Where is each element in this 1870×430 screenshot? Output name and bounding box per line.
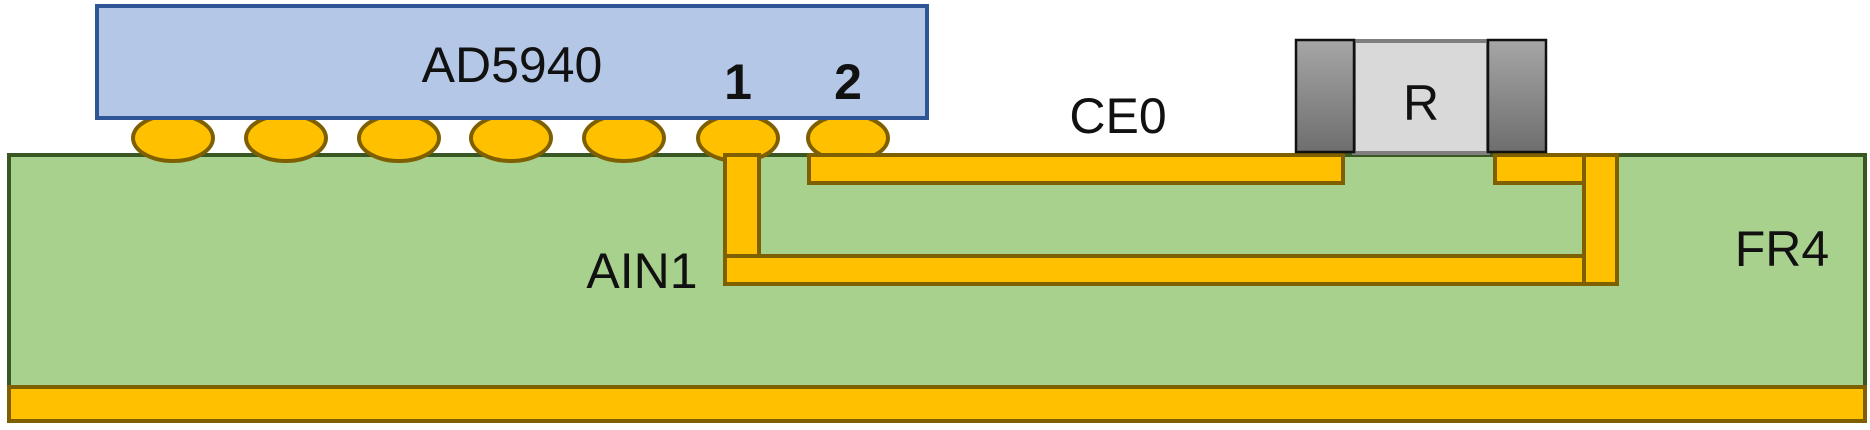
resistor-right-cap bbox=[1486, 38, 1548, 154]
ain1-via-pin1 bbox=[723, 153, 761, 258]
resistor-pad-trace bbox=[1493, 153, 1586, 185]
solder-ball bbox=[469, 113, 553, 163]
solder-ball bbox=[131, 113, 215, 163]
ce0-trace bbox=[807, 153, 1345, 185]
resistor-left-cap bbox=[1294, 38, 1356, 154]
solder-ball bbox=[582, 113, 666, 163]
solder-ball bbox=[244, 113, 328, 163]
solder-ball bbox=[357, 113, 441, 163]
pin-1-label: 1 bbox=[724, 54, 752, 110]
ain1-label: AIN1 bbox=[586, 243, 697, 299]
fr4-label: FR4 bbox=[1735, 221, 1829, 277]
bottom-copper-plane bbox=[7, 385, 1867, 423]
solder-balls bbox=[131, 113, 890, 163]
resistor-label: R bbox=[1403, 75, 1439, 131]
pin-2-label: 2 bbox=[834, 54, 862, 110]
ad5940-chip bbox=[95, 4, 929, 120]
ce0-label: CE0 bbox=[1069, 88, 1166, 144]
resistor-via bbox=[1582, 153, 1619, 286]
resistor bbox=[1294, 38, 1548, 155]
ain1-buried-trace bbox=[723, 254, 1619, 286]
resistor-body bbox=[1352, 39, 1490, 155]
chip-label: AD5940 bbox=[422, 37, 603, 93]
